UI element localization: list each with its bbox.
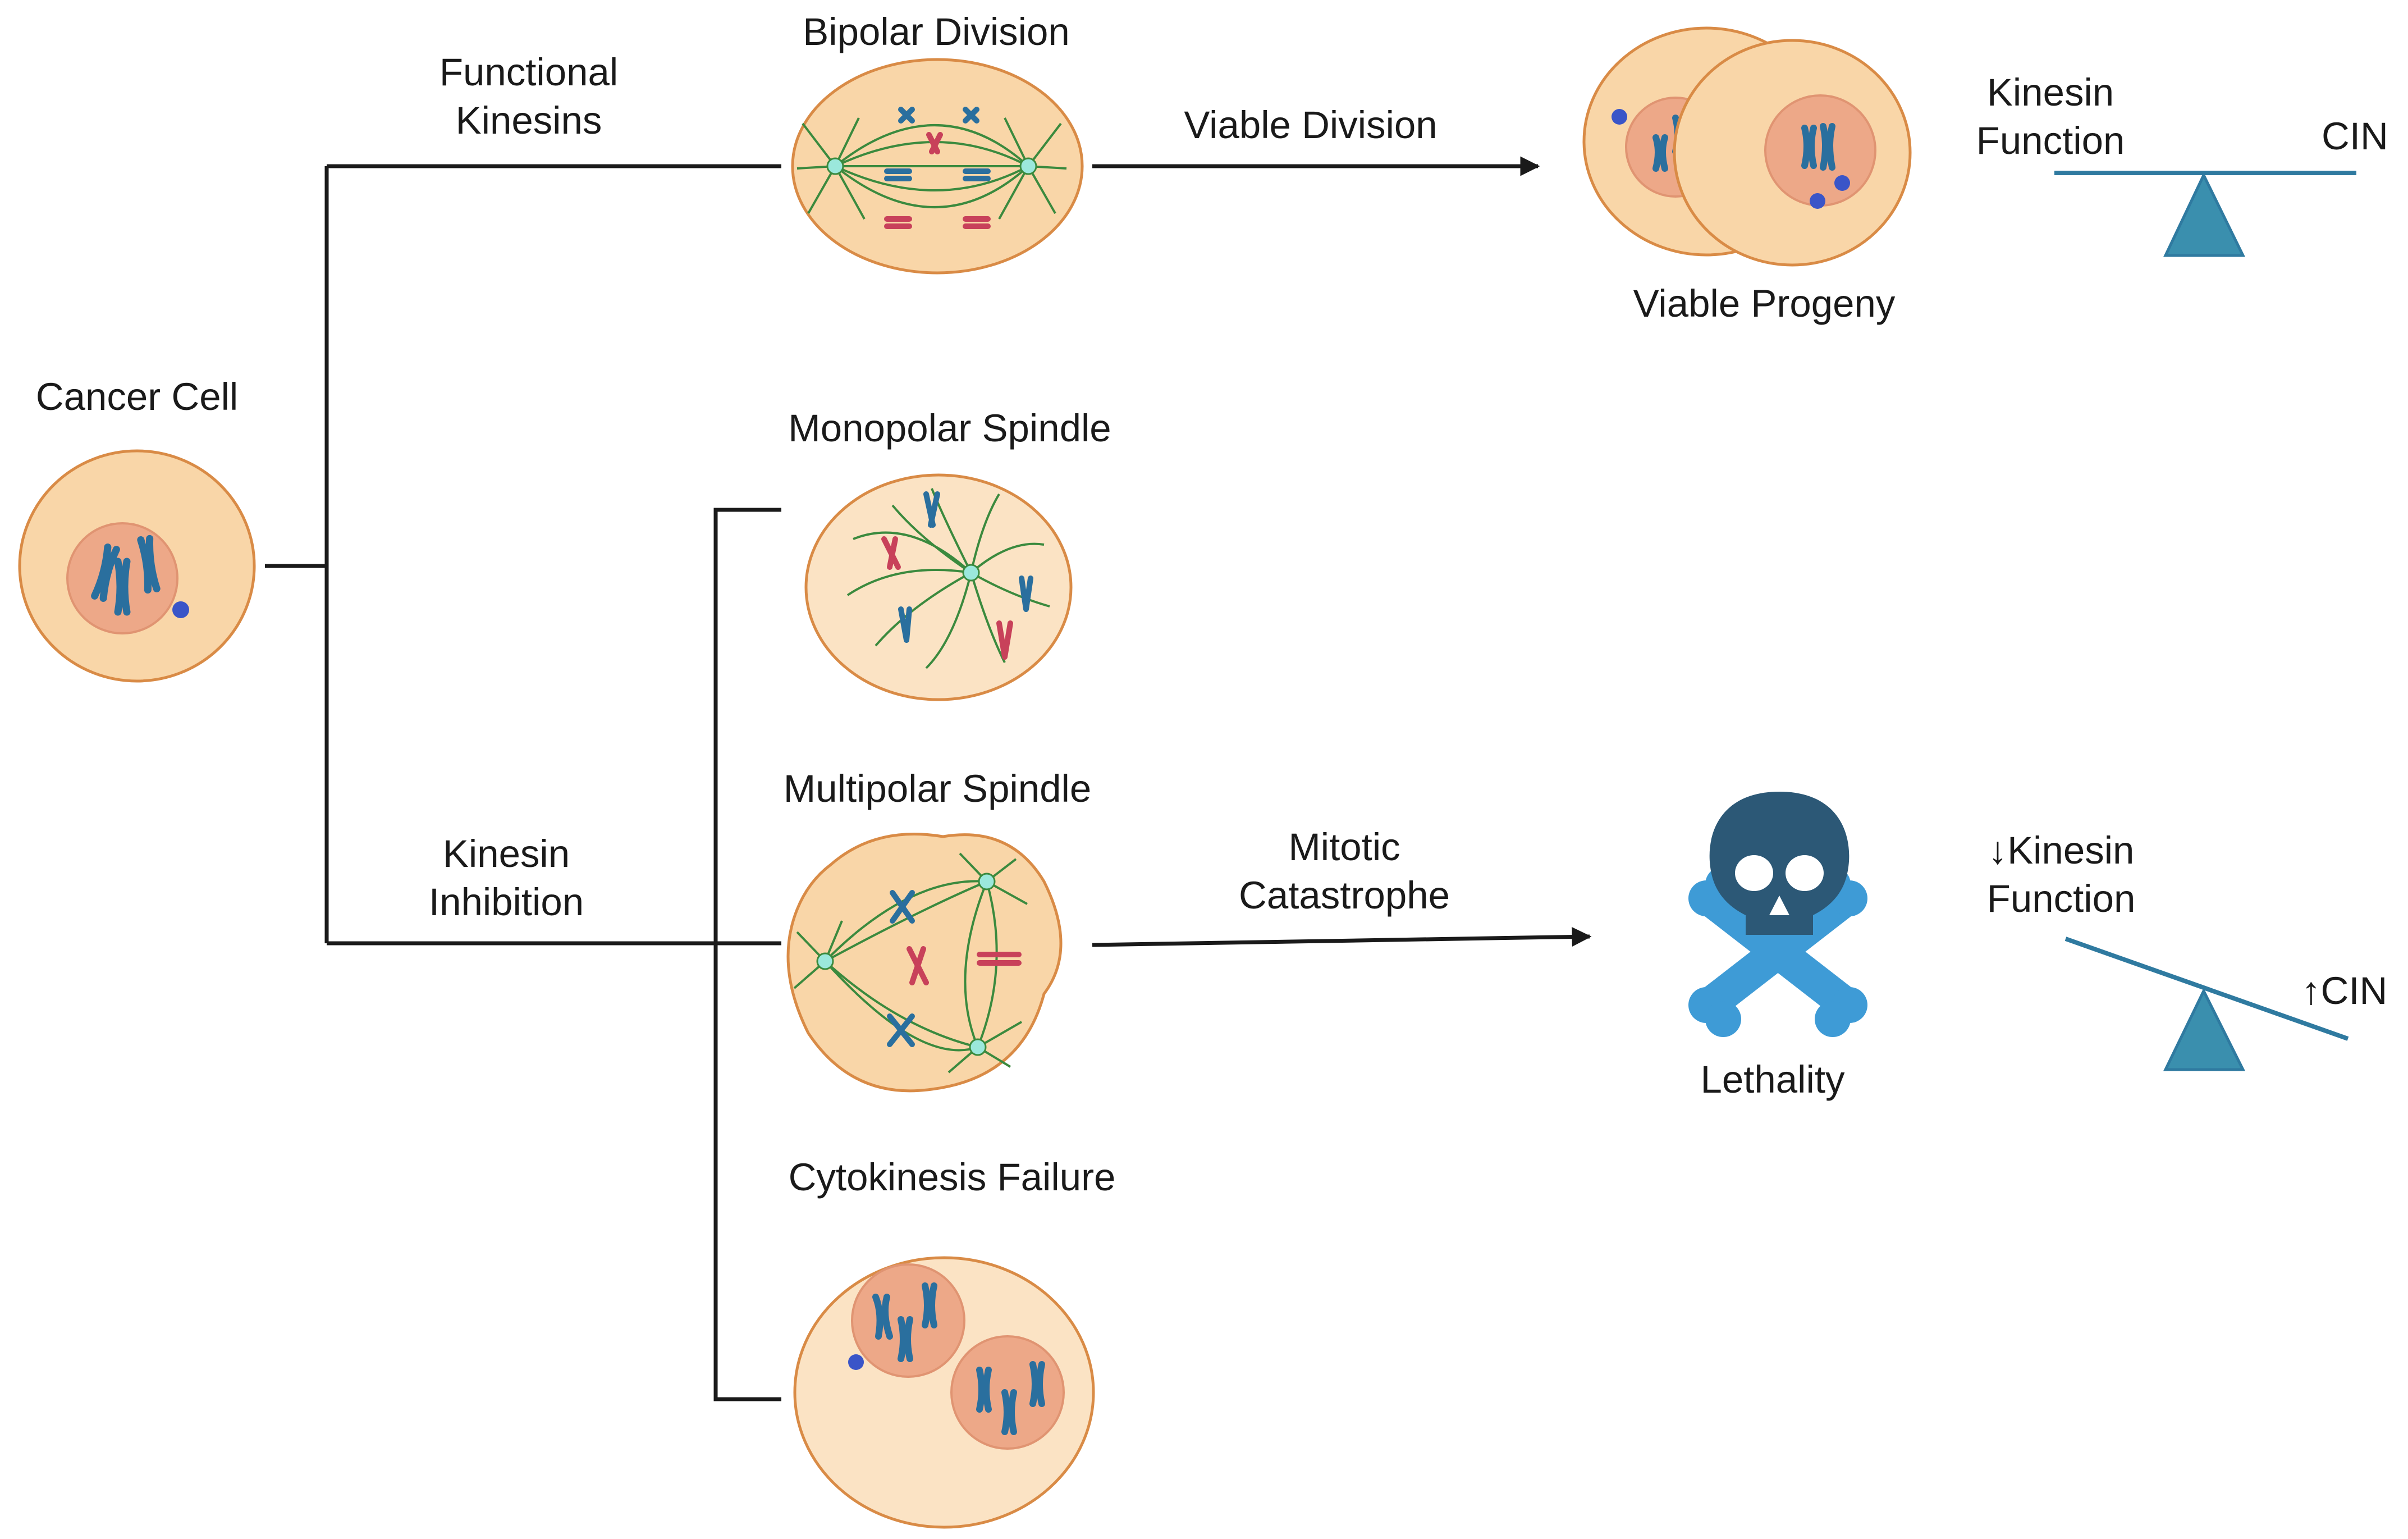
centrosome xyxy=(816,952,834,970)
cancer-cell-label: Cancer Cell xyxy=(35,375,239,418)
balance-top-left-label: Kinesin Function xyxy=(1976,68,2125,165)
chromosome xyxy=(114,558,131,616)
functional-kinesins-label: Functional Kinesins xyxy=(440,48,618,145)
chromosome xyxy=(137,535,161,594)
chromosome xyxy=(91,543,120,602)
centrosome xyxy=(962,564,980,582)
balance-bottom-left-label: ↓Kinesin Function xyxy=(1987,826,2136,923)
mitotic-catastrophe-arrow xyxy=(1092,927,1592,947)
kinesin-inhibition-line-1: Kinesin xyxy=(442,832,570,875)
connector-lines xyxy=(265,164,781,1401)
cancer-cell xyxy=(18,449,256,683)
balance-top-right-label: CIN xyxy=(2322,115,2388,158)
cytokinesis-failure-label: Cytokinesis Failure xyxy=(788,1156,1116,1199)
centriole-dot xyxy=(172,601,189,618)
lethality-label: Lethality xyxy=(1700,1058,1845,1101)
balance-scale-icon-top xyxy=(2054,171,2356,257)
balance-bottom-left-line-1: ↓Kinesin xyxy=(1988,829,2135,872)
mitotic-catastrophe-label: Mitotic Catastrophe xyxy=(1239,823,1450,920)
bipolar-division-label: Bipolar Division xyxy=(803,10,1070,53)
mitotic-catastrophe-line-2: Catastrophe xyxy=(1239,874,1450,917)
centrosome xyxy=(1019,157,1037,175)
centrosome xyxy=(826,157,844,175)
viable-progeny-label: Viable Progeny xyxy=(1633,282,1896,325)
inhibition-bracket xyxy=(713,508,781,1401)
balance-top-left-line-2: Function xyxy=(1976,119,2125,162)
functional-kinesins-line-2: Kinesins xyxy=(455,99,602,142)
viable-division-label: Viable Division xyxy=(1184,103,1438,147)
functional-kinesins-line-1: Functional xyxy=(439,51,619,94)
bipolar-division-cell xyxy=(791,58,1084,275)
skull-crossbones-icon xyxy=(1688,792,1867,1037)
balance-bottom-right-label: ↑CIN xyxy=(2301,969,2388,1012)
viable-progeny-cells xyxy=(1582,26,1912,267)
mitotic-catastrophe-line-1: Mitotic xyxy=(1288,825,1400,869)
monopolar-spindle-cell xyxy=(804,473,1073,701)
balance-scale-icon-bottom xyxy=(2064,937,2349,1071)
monopolar-spindle-label: Monopolar Spindle xyxy=(788,407,1111,450)
centrosome xyxy=(978,873,996,890)
cytokinesis-failure-cell xyxy=(793,1256,1095,1529)
balance-bottom-left-line-2: Function xyxy=(1986,877,2136,920)
balance-top-left-line-1: Kinesin xyxy=(1986,71,2114,114)
multipolar-spindle-label: Multipolar Spindle xyxy=(783,767,1092,810)
kinesin-inhibition-line-2: Inhibition xyxy=(428,880,584,924)
multipolar-spindle-cell xyxy=(786,833,1063,1093)
kinesin-inhibition-label: Kinesin Inhibition xyxy=(429,830,584,926)
centrosome xyxy=(969,1038,987,1056)
